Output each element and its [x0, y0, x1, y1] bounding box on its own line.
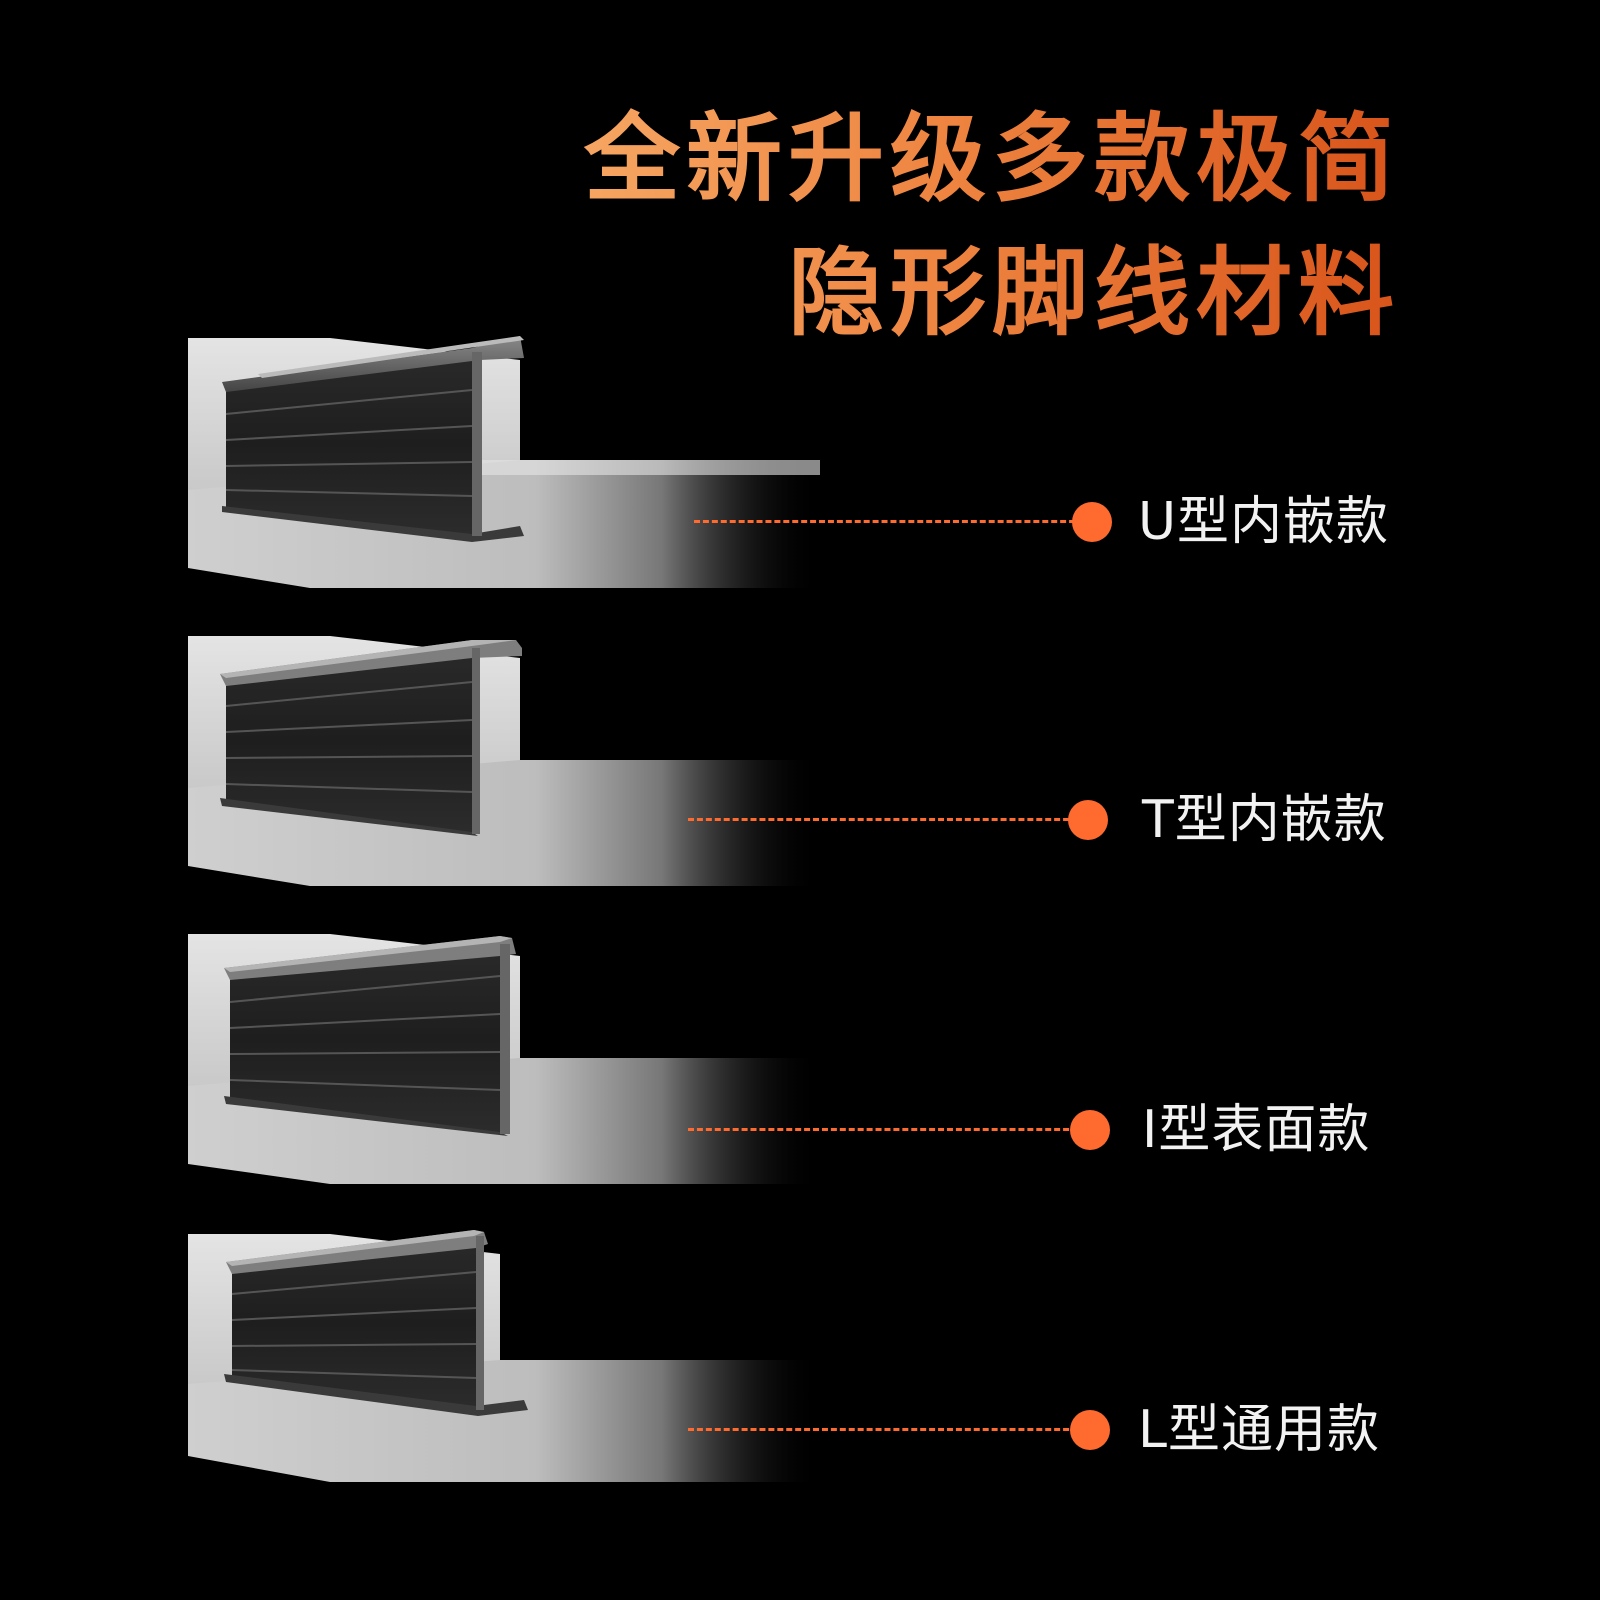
product-row-i: I型表面款: [0, 926, 1600, 1186]
callout-line-t: [688, 818, 1078, 821]
callout-dot-t: [1068, 800, 1108, 840]
label-u-channel: U型内嵌款: [1138, 492, 1390, 552]
baseboard-l-universal-illustration: [188, 1230, 820, 1482]
baseboard-t-flange-illustration: [188, 636, 820, 886]
product-row-u: U型内嵌款: [0, 330, 1600, 590]
baseboard-u-channel-illustration: [188, 336, 820, 588]
label-i-surface: I型表面款: [1142, 1100, 1371, 1160]
baseboard-i-surface-illustration: [188, 934, 820, 1184]
headline: 全新升级多款极简 隐形脚线材料: [584, 92, 1400, 360]
callout-line-i: [688, 1128, 1078, 1131]
callout-dot-u: [1072, 502, 1112, 542]
callout-line-u: [694, 520, 1084, 523]
label-l-universal: L型通用款: [1138, 1400, 1380, 1460]
product-row-l: L型通用款: [0, 1224, 1600, 1484]
label-t-flange: T型内嵌款: [1142, 790, 1387, 850]
product-row-t: T型内嵌款: [0, 628, 1600, 888]
callout-dot-l: [1070, 1410, 1110, 1450]
callout-line-l: [688, 1428, 1078, 1431]
callout-dot-i: [1070, 1110, 1110, 1150]
headline-line-1: 全新升级多款极简: [584, 103, 1400, 215]
